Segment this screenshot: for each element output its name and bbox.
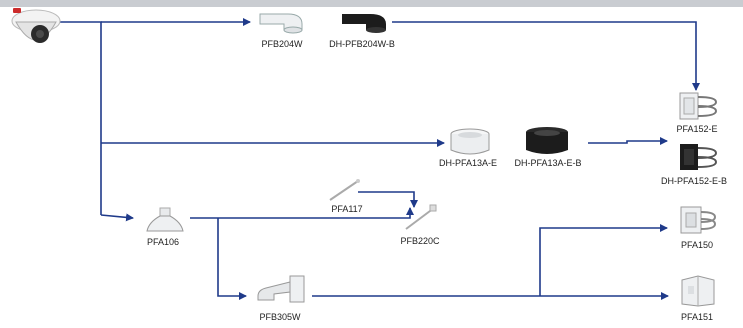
label-pfb204w: PFB204W — [261, 39, 303, 49]
label-pfb305w: PFB305W — [259, 312, 301, 322]
label-dh-pfb204w-b: DH-PFB204W-B — [329, 39, 395, 49]
line-pfa106-to-pfb220c — [190, 207, 414, 219]
label-dh-pfa13a-e-b: DH-PFA13A-E-B — [514, 158, 582, 168]
line-pfa13a-to-pfa152-e-b — [588, 137, 668, 145]
label-pfa150: PFA150 — [680, 240, 714, 250]
label-pfa117: PFA117 — [331, 204, 363, 214]
dh-pfb204w-b-mount-icon — [342, 14, 386, 33]
dome-camera-icon — [11, 8, 61, 43]
label-pfb220c: PFB220C — [400, 236, 440, 246]
dh-pfa152-e-b-pole-mount-icon — [680, 144, 718, 170]
line-pfa106-to-pfb305w — [217, 218, 247, 300]
pfa117-pendant-pole-icon — [329, 179, 360, 201]
pfa106-mount-adapter-icon — [146, 207, 184, 232]
label-dh-pfa152-e-b: DH-PFA152-E-B — [660, 176, 728, 186]
pfa150-pole-mount-icon — [680, 206, 717, 234]
pfb204w-mount-icon — [259, 13, 303, 34]
dh-pfa13a-e-junction-box-icon — [450, 128, 490, 155]
label-dh-pfa13a-e: DH-PFA13A-E — [438, 158, 498, 168]
pfa152-e-pole-mount-icon — [679, 92, 718, 120]
line-pfb204w-black-to-pfa152e — [392, 21, 700, 91]
line-camera-trunk — [58, 21, 102, 215]
top-bar — [0, 0, 743, 7]
dh-pfa13a-e-b-junction-box-icon — [526, 127, 568, 154]
pfb305w-wall-mount-icon — [257, 275, 305, 303]
pfb220c-pendant-mount-icon — [405, 204, 437, 230]
pfa151-corner-mount-icon — [681, 275, 715, 307]
label-pfa106: PFA106 — [146, 237, 180, 247]
line-to-pfa106 — [100, 213, 134, 222]
label-pfa151: PFA151 — [680, 312, 714, 322]
line-branch-to-pfa150 — [539, 224, 668, 296]
label-pfa152-e: PFA152-E — [676, 124, 718, 134]
line-pfa117-to-pfb220c — [358, 191, 418, 208]
